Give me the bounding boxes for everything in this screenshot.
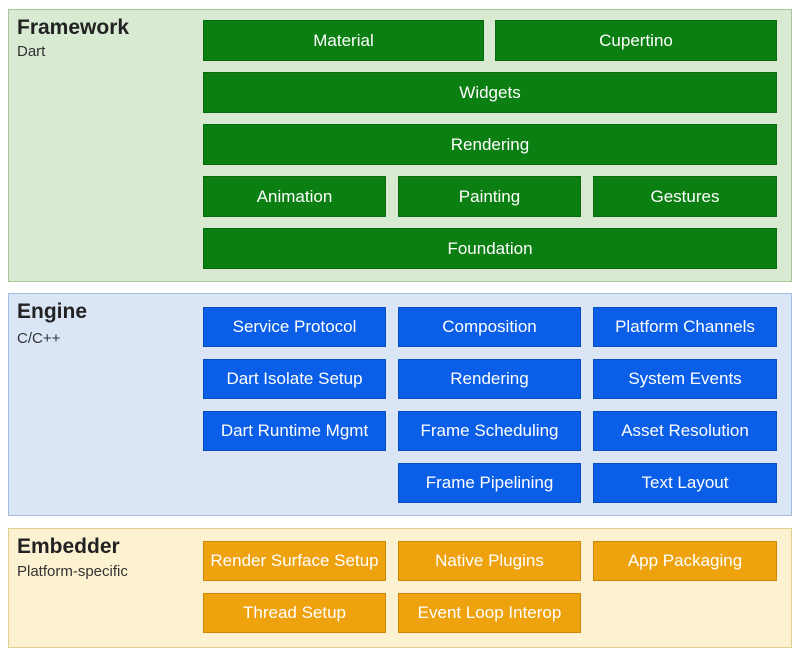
engine-subtitle: C/C++ bbox=[17, 330, 61, 347]
framework-subtitle: Dart bbox=[17, 43, 46, 60]
engine-block-frame-pipelining: Frame Pipelining bbox=[398, 463, 581, 503]
embedder-block-app-packaging: App Packaging bbox=[593, 541, 777, 581]
embedder-block-native-plugins: Native Plugins bbox=[398, 541, 581, 581]
framework-block-cupertino: Cupertino bbox=[495, 20, 777, 61]
framework-block-animation: Animation bbox=[203, 176, 386, 217]
engine-block-service-protocol: Service Protocol bbox=[203, 307, 386, 347]
engine-block-platform-channels: Platform Channels bbox=[593, 307, 777, 347]
framework-block-material: Material bbox=[203, 20, 484, 61]
engine-block-asset-resolution: Asset Resolution bbox=[593, 411, 777, 451]
framework-title: Framework bbox=[17, 16, 130, 39]
embedder-subtitle: Platform-specific bbox=[17, 563, 128, 580]
framework-block-foundation: Foundation bbox=[203, 228, 777, 269]
engine-block-composition: Composition bbox=[398, 307, 581, 347]
engine-block-rendering: Rendering bbox=[398, 359, 581, 399]
embedder-block-render-surface-setup: Render Surface Setup bbox=[203, 541, 386, 581]
embedder-title: Embedder bbox=[17, 535, 120, 558]
embedder-block-thread-setup: Thread Setup bbox=[203, 593, 386, 633]
framework-block-gestures: Gestures bbox=[593, 176, 777, 217]
engine-block-dart-isolate-setup: Dart Isolate Setup bbox=[203, 359, 386, 399]
engine-block-frame-scheduling: Frame Scheduling bbox=[398, 411, 581, 451]
engine-block-dart-runtime-mgmt: Dart Runtime Mgmt bbox=[203, 411, 386, 451]
framework-block-rendering: Rendering bbox=[203, 124, 777, 165]
engine-block-text-layout: Text Layout bbox=[593, 463, 777, 503]
embedder-block-event-loop-interop: Event Loop Interop bbox=[398, 593, 581, 633]
framework-block-widgets: Widgets bbox=[203, 72, 777, 113]
engine-block-system-events: System Events bbox=[593, 359, 777, 399]
engine-title: Engine bbox=[17, 300, 88, 323]
framework-block-painting: Painting bbox=[398, 176, 581, 217]
